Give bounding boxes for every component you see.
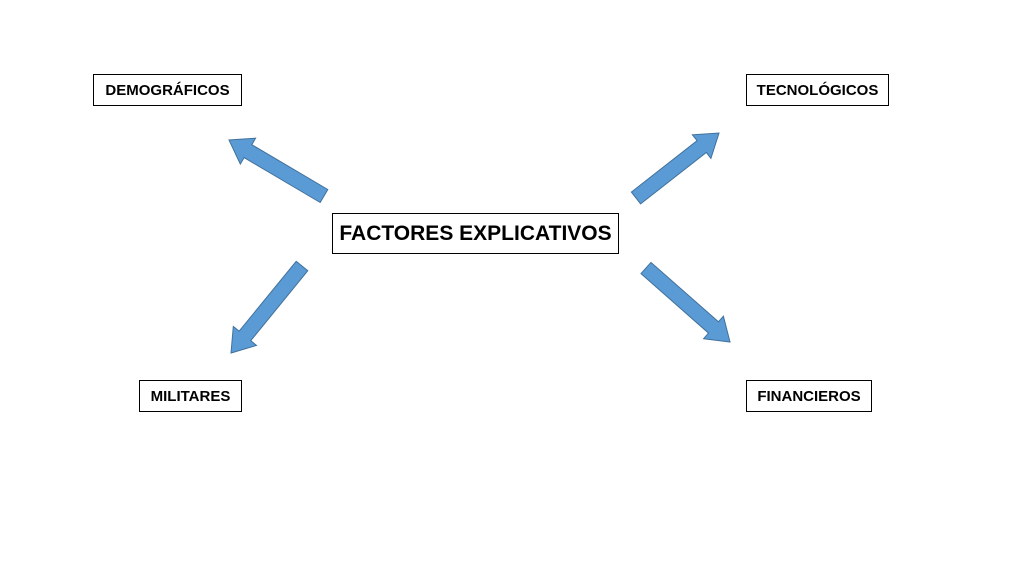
- arrow-to-demograficos: [228, 137, 329, 204]
- node-militares: MILITARES: [139, 380, 242, 412]
- node-financieros: FINANCIEROS: [746, 380, 872, 412]
- arrow-to-tecnologicos: [630, 132, 720, 205]
- arrow-to-financieros: [640, 261, 731, 343]
- node-demograficos: DEMOGRÁFICOS: [93, 74, 242, 106]
- node-tecnologicos: TECNOLÓGICOS: [746, 74, 889, 106]
- central-node-factores-explicativos: FACTORES EXPLICATIVOS: [332, 213, 619, 254]
- arrow-to-militares: [230, 260, 309, 354]
